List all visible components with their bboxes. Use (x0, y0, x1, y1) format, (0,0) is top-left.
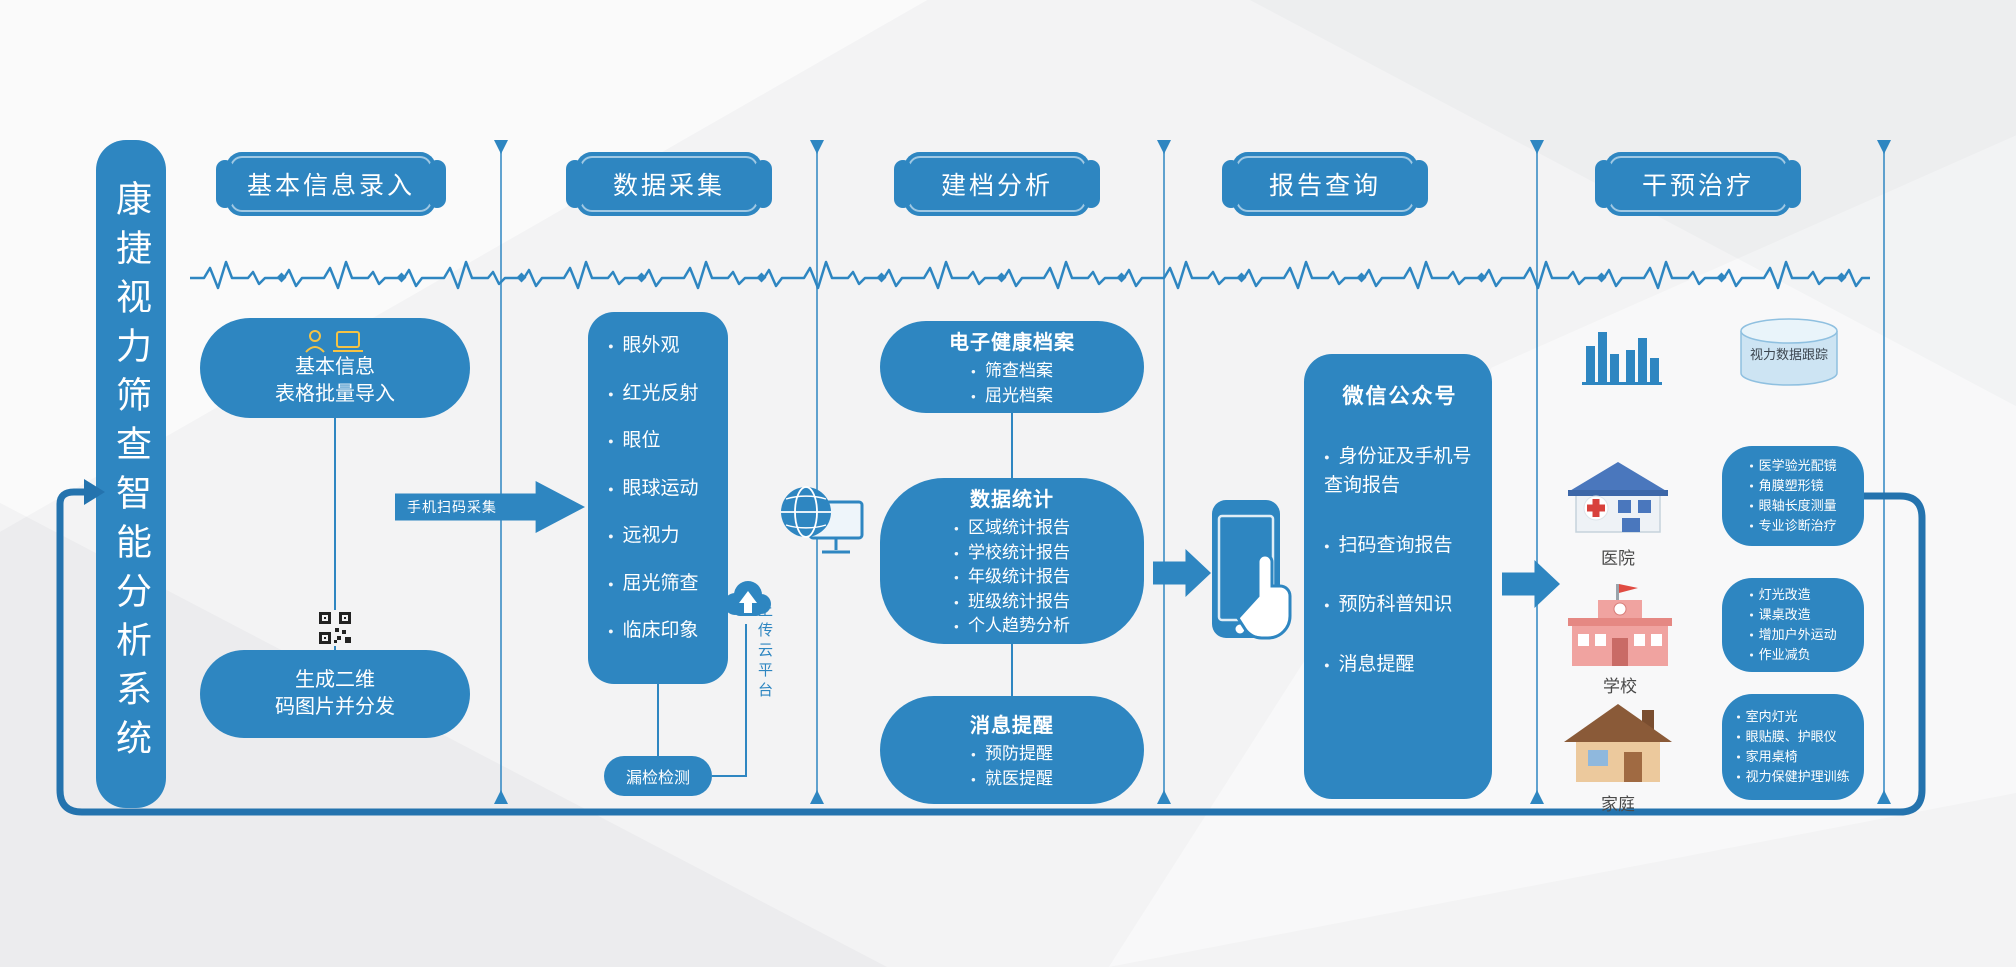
list-item: 视力保健护理训练 (1736, 767, 1850, 787)
stage-badge-report-query: 报告查询 (1222, 152, 1428, 216)
qr-line1: 生成二维 (295, 669, 375, 691)
stage-badge-data-collection: 数据采集 (566, 152, 772, 216)
list-item: 角膜塑形镜 (1749, 476, 1836, 496)
upload-cloud-label: 上传云平台 (756, 602, 773, 702)
stage-label: 建档分析 (940, 172, 1053, 200)
qr-generate-box: 生成二维 码图片并分发 (200, 650, 470, 738)
list-item: 红光反射 (608, 380, 728, 409)
import-line2: 表格批量导入 (275, 383, 395, 405)
list-item: 年级统计报告 (954, 565, 1070, 590)
database-icon (1740, 318, 1838, 386)
list-item: 消息提醒 (1324, 650, 1476, 679)
cloud-upload-icon (724, 581, 771, 616)
wechat-title: 微信公众号 (1342, 385, 1458, 408)
list-item: 预防科普知识 (1324, 590, 1476, 619)
list-item: 眼球运动 (608, 475, 728, 504)
column-separator (500, 140, 502, 804)
hospital-measures-list: 医学验光配镜 角膜塑形镜 眼轴长度测量 专业诊断治疗 (1749, 456, 1837, 537)
list-item: 学校统计报告 (954, 541, 1070, 566)
bar-chart-icon (1582, 332, 1662, 385)
column-separator (1536, 140, 1538, 804)
school-measures-pill: 灯光改造 课桌改造 增加户外运动 作业减负 (1722, 578, 1864, 672)
qr-line2: 码图片并分发 (275, 696, 395, 718)
scan-collect-arrow: 手机扫码采集 (395, 481, 585, 533)
wechat-box: 微信公众号 身份证及手机号查询报告 扫码查询报告 预防科普知识 消息提醒 (1304, 354, 1492, 799)
stats-list: 区域统计报告 学校统计报告 年级统计报告 班级统计报告 个人趋势分析 (954, 516, 1070, 639)
column-separator (816, 140, 818, 804)
list-item: 作业减负 (1749, 645, 1836, 665)
stage-badge-basic-info-entry: 基本信息录入 (216, 152, 446, 216)
basic-info-import-box: 基本信息 表格批量导入 (200, 318, 470, 418)
venue-label-hospital: 医院 (1601, 549, 1635, 568)
notify-list: 预防提醒 就医提醒 (971, 742, 1053, 791)
qr-code-icon (317, 610, 353, 646)
list-item: 室内灯光 (1736, 707, 1849, 727)
globe-monitor-icon (781, 486, 864, 554)
collection-list-box: 眼外观 红光反射 眼位 眼球运动 远视力 屈光筛查 临床印象 (588, 312, 728, 684)
column-separator (1883, 140, 1885, 804)
stats-title: 数据统计 (970, 488, 1054, 511)
system-title: 康捷视力筛查智能分析系统 (111, 180, 152, 768)
notify-box: 消息提醒 预防提醒 就医提醒 (880, 696, 1144, 804)
leak-check-pill: 漏检检测 (604, 756, 712, 796)
list-item: 眼位 (608, 427, 728, 456)
arrow-analysis-to-report (1153, 549, 1211, 597)
phone-touch-icon (1212, 500, 1292, 640)
column-separator (1163, 140, 1165, 804)
list-item: 医学验光配镜 (1749, 456, 1837, 476)
stage-badge-archive-analysis: 建档分析 (894, 152, 1100, 216)
list-item: 筛查档案 (971, 359, 1053, 384)
list-item: 眼外观 (608, 332, 728, 361)
user-laptop-icon (305, 330, 363, 353)
collection-item-list: 眼外观 红光反射 眼位 眼球运动 远视力 屈光筛查 临床印象 (588, 312, 728, 646)
heartbeat-line (190, 256, 1870, 300)
wechat-list: 身份证及手机号查询报告 扫码查询报告 预防科普知识 消息提醒 (1324, 442, 1476, 679)
list-item: 眼轴长度测量 (1749, 496, 1837, 516)
stage-label: 报告查询 (1268, 172, 1381, 200)
list-item: 眼贴膜、护眼仪 (1736, 727, 1849, 747)
list-item: 区域统计报告 (954, 516, 1070, 541)
system-title-bar: 康捷视力筛查智能分析系统 (96, 140, 166, 808)
leak-check-label: 漏检检测 (625, 770, 690, 787)
vision-database-label: 视力数据跟踪 (1749, 347, 1828, 362)
list-item: 临床印象 (608, 617, 728, 646)
hospital-measures-pill: 医学验光配镜 角膜塑形镜 眼轴长度测量 专业诊断治疗 (1722, 446, 1864, 546)
stats-box: 数据统计 区域统计报告 学校统计报告 年级统计报告 班级统计报告 个人趋势分析 (880, 478, 1144, 644)
list-item: 班级统计报告 (954, 590, 1070, 615)
venue-label-school: 学校 (1603, 677, 1637, 696)
list-item: 专业诊断治疗 (1749, 516, 1837, 536)
notify-title: 消息提醒 (970, 714, 1054, 737)
list-item: 扫码查询报告 (1324, 531, 1476, 560)
ehr-box: 电子健康档案 筛查档案 屈光档案 (880, 321, 1144, 413)
list-item: 家用桌椅 (1736, 747, 1849, 767)
list-item: 个人趋势分析 (954, 614, 1070, 639)
home-measures-list: 室内灯光 眼贴膜、护眼仪 家用桌椅 视力保健护理训练 (1736, 707, 1850, 788)
stage-label: 干预治疗 (1641, 172, 1754, 200)
home-icon (1564, 704, 1672, 782)
school-measures-list: 灯光改造 课桌改造 增加户外运动 作业减负 (1749, 585, 1837, 666)
list-item: 远视力 (608, 522, 728, 551)
stage-label: 数据采集 (612, 172, 725, 200)
list-item: 就医提醒 (971, 767, 1053, 792)
list-item: 身份证及手机号查询报告 (1324, 442, 1476, 501)
list-item: 屈光筛查 (608, 570, 728, 599)
venue-label-home: 家庭 (1601, 795, 1635, 814)
home-measures-pill: 室内灯光 眼贴膜、护眼仪 家用桌椅 视力保健护理训练 (1722, 694, 1864, 800)
ehr-title: 电子健康档案 (949, 331, 1075, 354)
arrow-report-to-intervention (1502, 560, 1560, 608)
ehr-list: 筛查档案 屈光档案 (971, 359, 1053, 408)
list-item: 增加户外运动 (1749, 625, 1837, 645)
list-item: 课桌改造 (1749, 605, 1836, 625)
list-item: 屈光档案 (971, 384, 1053, 409)
school-icon (1568, 584, 1672, 666)
stage-badge-intervention: 干预治疗 (1595, 152, 1801, 216)
list-item: 预防提醒 (971, 742, 1053, 767)
stage-label: 基本信息录入 (246, 172, 415, 200)
scan-collect-arrow-label: 手机扫码采集 (407, 499, 497, 515)
import-line1: 基本信息 (295, 356, 375, 378)
list-item: 灯光改造 (1749, 585, 1836, 605)
hospital-icon (1568, 462, 1668, 533)
